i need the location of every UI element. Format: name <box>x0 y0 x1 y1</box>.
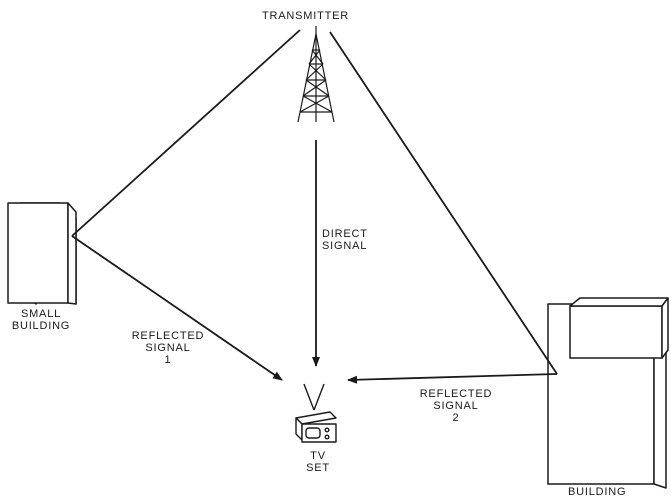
reflected-signal-2-arrow <box>347 373 558 384</box>
direct-signal-line-1: DIRECT <box>322 228 368 240</box>
reflected-signal-2-label: REFLECTED SIGNAL 2 <box>410 388 502 424</box>
direct-signal-label: DIRECT SIGNAL <box>322 228 368 252</box>
reflected-signal-2-line-1: REFLECTED <box>419 388 493 400</box>
tv-set <box>295 383 337 443</box>
tv-set-line-2: SET <box>306 462 330 474</box>
reflected-signal-1-line-1: REFLECTED <box>131 330 205 342</box>
tall-building <box>547 297 669 489</box>
reflected-signal-1-arrow <box>71 235 283 381</box>
reflected-signal-2-line-2: SIGNAL <box>433 400 479 412</box>
small-building <box>7 202 77 305</box>
transmitter-label-text: TRANSMITTER <box>262 10 350 22</box>
transmitter-label: TRANSMITTER <box>262 10 349 22</box>
tv-set-line-1: TV <box>310 450 326 462</box>
building-label: BUILDING <box>568 486 626 498</box>
building-label-text: BUILDING <box>568 486 627 498</box>
small-building-label: SMALL BUILDING <box>2 308 80 332</box>
signal-path-to-small-building <box>71 29 301 237</box>
reflected-signal-1-line-2: SIGNAL <box>145 342 191 354</box>
reflected-signal-1-line-3: 1 <box>164 354 172 366</box>
tv-set-label: TV SET <box>298 450 338 474</box>
small-building-line-2: BUILDING <box>11 320 71 332</box>
small-building-line-1: SMALL <box>20 308 62 320</box>
direct-signal-line-2: SIGNAL <box>322 240 368 252</box>
reflected-signal-2-line-3: 2 <box>452 412 460 424</box>
transmitter-tower <box>297 26 335 123</box>
reflected-signal-1-label: REFLECTED SIGNAL 1 <box>122 330 214 366</box>
signal-path-to-tall-building <box>329 31 558 375</box>
